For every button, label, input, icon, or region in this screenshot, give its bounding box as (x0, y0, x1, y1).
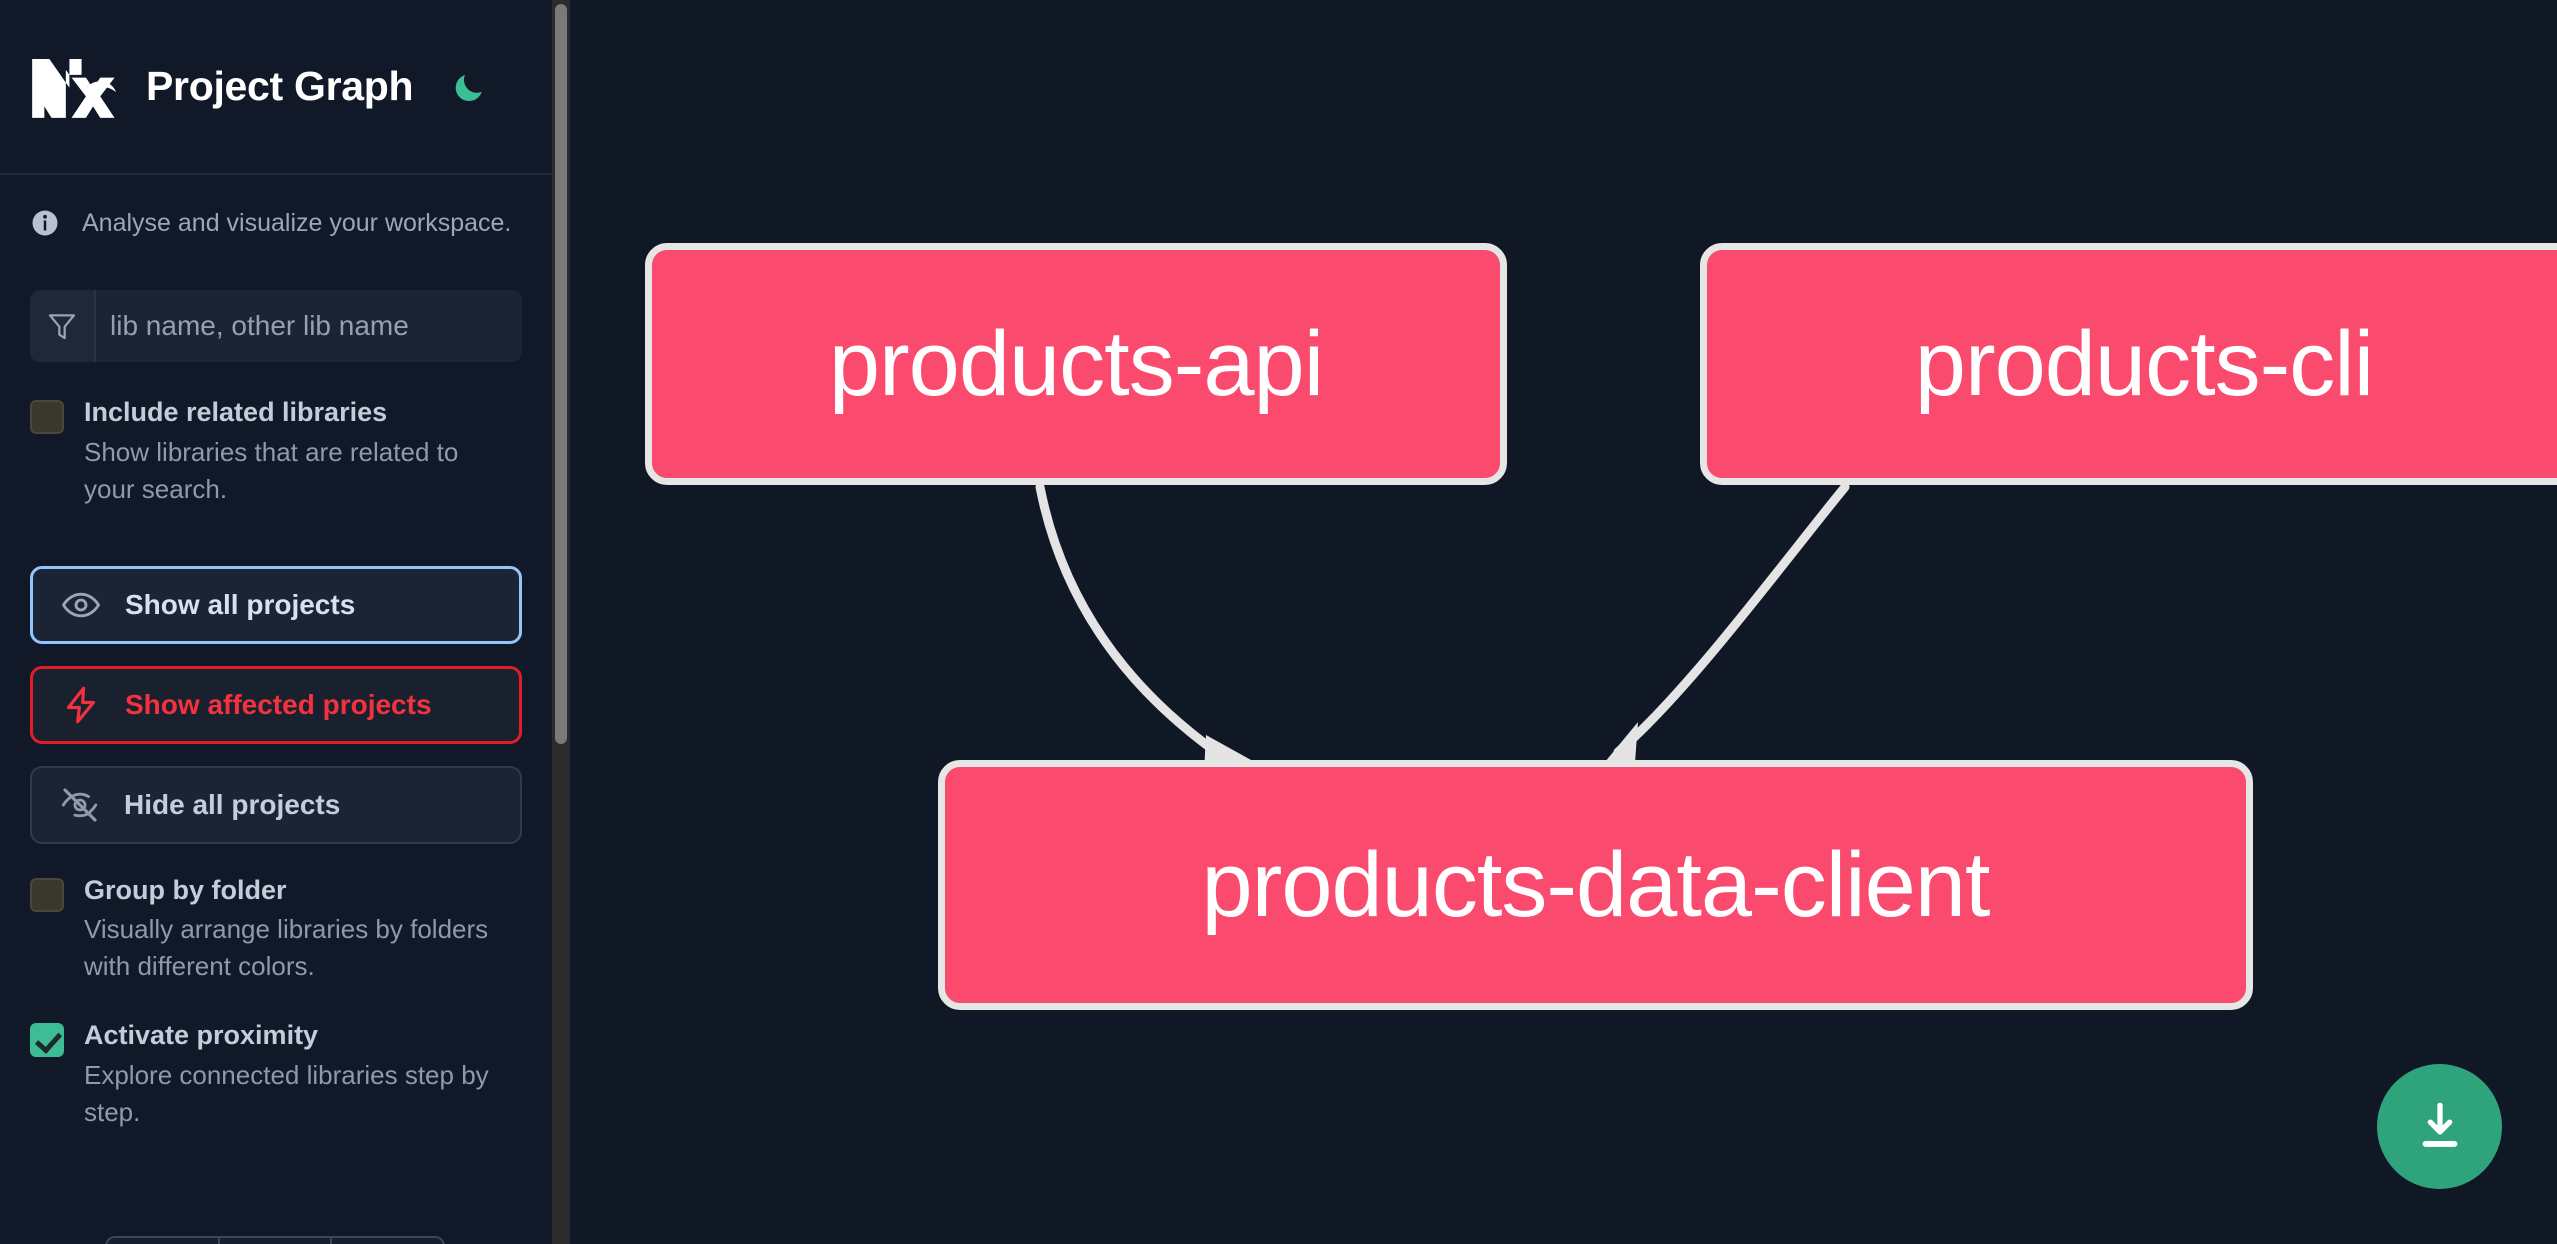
graph-node-products-cli[interactable]: products-cli (1700, 243, 2557, 485)
show-all-projects-button[interactable]: Show all projects (30, 565, 522, 644)
nx-logo-icon (30, 56, 116, 118)
group-by-folder-checkbox[interactable] (30, 877, 64, 912)
page-title: Project Graph (146, 63, 414, 109)
node-label: products-api (828, 312, 1324, 415)
info-icon (30, 208, 60, 238)
include-related-libraries-checkbox[interactable] (30, 400, 64, 434)
lightning-bolt-icon (59, 683, 103, 727)
button-label: Hide all projects (124, 788, 341, 820)
option-activate-proximity[interactable]: Activate proximity Explore connected lib… (0, 1019, 552, 1131)
graph-edges (1035, 482, 1850, 776)
option-label: Group by folder (84, 874, 287, 905)
edge-products-api-to-products-data-client (1035, 482, 1235, 767)
option-description: Explore connected libraries step by step… (84, 1059, 489, 1127)
sidebar-scroll-area: Project Graph Analyse and visualize yo (0, 0, 552, 1244)
hide-all-projects-button[interactable]: Hide all projects (30, 765, 522, 844)
option-include-related-libraries[interactable]: Include related libraries Show libraries… (0, 396, 552, 508)
show-affected-projects-button[interactable]: Show affected projects (30, 665, 522, 744)
button-label: Show all projects (125, 588, 356, 620)
workspace-info: Analyse and visualize your workspace. (0, 175, 552, 238)
proximity-step-segmented-control[interactable] (105, 1236, 445, 1244)
activate-proximity-checkbox[interactable] (30, 1023, 64, 1058)
filter-funnel-icon (30, 290, 96, 362)
segment-3[interactable] (332, 1238, 443, 1244)
graph-node-products-api[interactable]: products-api (645, 243, 1507, 485)
action-button-group: Show all projects Show affected projects (0, 565, 552, 844)
edge-products-cli-to-products-data-client (1613, 482, 1850, 757)
graph-node-products-data-client[interactable]: products-data-client (938, 760, 2253, 1010)
node-label: products-cli (1914, 312, 2374, 415)
moon-icon[interactable] (449, 67, 489, 107)
option-label: Include related libraries (84, 397, 388, 427)
sidebar: Project Graph Analyse and visualize yo (0, 0, 570, 1244)
download-icon (2422, 1102, 2457, 1147)
sidebar-scrollbar[interactable] (552, 0, 570, 1244)
eye-off-icon (58, 783, 102, 827)
workspace-info-text: Analyse and visualize your workspace. (82, 208, 512, 237)
segment-1[interactable] (107, 1238, 220, 1244)
node-label: products-data-client (1201, 833, 1991, 936)
graph-canvas[interactable]: products-api products-cli products-data-… (570, 0, 2557, 1244)
option-label: Activate proximity (84, 1020, 319, 1051)
sidebar-header: Project Graph (0, 0, 552, 175)
button-label: Show affected projects (125, 688, 432, 720)
eye-icon (59, 583, 103, 627)
search-box[interactable] (30, 290, 522, 362)
option-description: Show libraries that are related to your … (84, 436, 459, 504)
option-group-by-folder[interactable]: Group by folder Visually arrange librari… (0, 874, 552, 986)
segment-2[interactable] (220, 1238, 333, 1244)
option-description: Visually arrange libraries by folders wi… (84, 914, 489, 982)
download-graph-button[interactable] (2377, 1064, 2502, 1189)
sidebar-scrollbar-thumb[interactable] (555, 4, 567, 744)
search-input[interactable] (96, 290, 522, 362)
